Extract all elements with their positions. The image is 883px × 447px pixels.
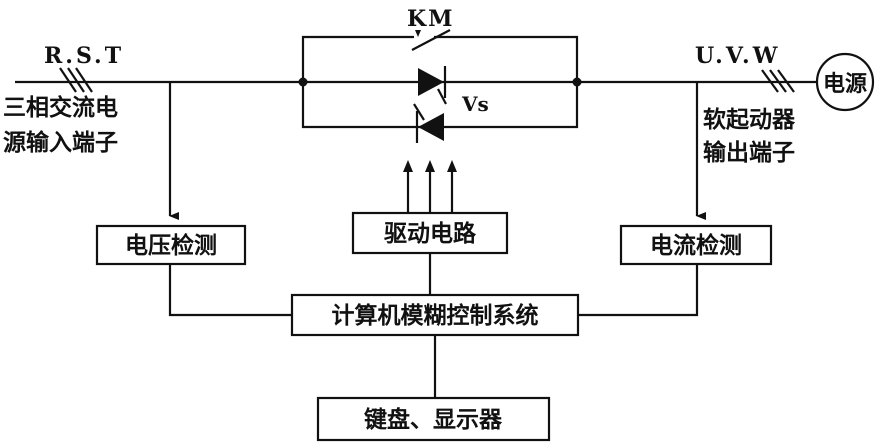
current-to-controller-line (578, 265, 699, 317)
input-phase-marks (59, 67, 93, 93)
fuzzy-control-block: 计算机模糊控制系统 (290, 293, 580, 337)
uvw-label: U.V.W (695, 43, 780, 69)
thyristor-branch (301, 66, 579, 143)
vs-label: Vs (461, 92, 489, 116)
keyboard-display-block: 键盘、显示器 (316, 396, 551, 442)
input-terminal-label-line1: 三相交流电 (3, 94, 118, 121)
drive-signal-arrows (403, 160, 457, 212)
bypass-contactor (301, 29, 579, 82)
voltage-to-controller-line (168, 265, 292, 317)
output-terminal-label-line2: 输出端子 (703, 139, 795, 166)
input-terminal-label-line2: 源输入端子 (3, 129, 118, 156)
rst-label: R.S.T (44, 43, 124, 69)
junction-dot-left (298, 77, 308, 87)
voltage-detect-label: 电压检测 (125, 232, 217, 259)
keyboard-display-label: 键盘、显示器 (364, 406, 503, 433)
fuzzy-control-label: 计算机模糊控制系统 (332, 302, 539, 329)
drive-circuit-block: 驱动电路 (351, 211, 509, 255)
voltage-detect-block: 电压检测 (95, 224, 247, 266)
motor-label: 电源 (823, 72, 867, 97)
motor-circle (815, 52, 875, 112)
output-terminal-label-line1: 软起动器 (703, 106, 796, 133)
km-label: KM (407, 6, 454, 32)
current-detect-block: 电流检测 (619, 224, 773, 266)
current-detect-label: 电流检测 (650, 232, 742, 259)
drive-circuit-label: 驱动电路 (384, 220, 477, 247)
junction-dot-right (572, 77, 582, 87)
output-phase-marks (761, 69, 795, 93)
